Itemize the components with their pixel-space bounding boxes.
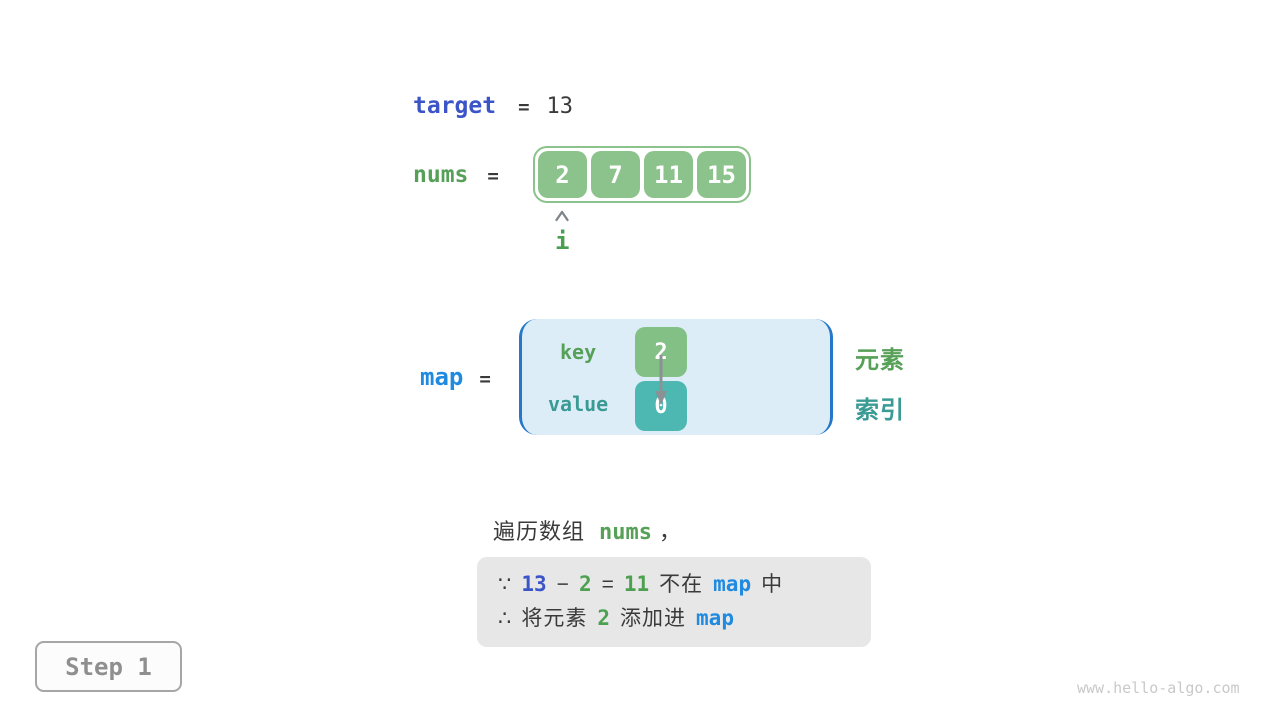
note-text: 将元素 (521, 607, 588, 630)
target-row: target = 13 (413, 93, 573, 119)
nums-equals: = (487, 165, 499, 187)
key-to-value-arrow-icon (655, 355, 667, 405)
array-cell: 11 (644, 151, 693, 198)
nums-row: nums = (413, 162, 516, 188)
caption: 遍历数组 nums ， (493, 514, 681, 546)
note-target-value: 13 (521, 572, 547, 596)
note-text: 添加进 (620, 607, 687, 630)
value-label: value (548, 392, 609, 416)
step-badge: Step 1 (35, 641, 182, 692)
target-equals: = (518, 96, 530, 118)
watermark: www.hello-algo.com (1077, 679, 1240, 697)
step-label: Step 1 (65, 652, 152, 681)
note-line-2: ∴ 将元素 2 添加进 map (498, 602, 871, 636)
note-map-ref: map (713, 572, 752, 596)
map-label: map (420, 363, 464, 391)
note-text: 不在 (659, 573, 704, 596)
note-map-ref: map (696, 606, 734, 630)
equals-sign: = (601, 573, 614, 596)
note-diff-value: 11 (623, 572, 650, 596)
index-pointer-arrow-icon (555, 210, 569, 222)
caption-code: nums (599, 520, 652, 545)
array-cell: 15 (697, 151, 746, 198)
caption-text: 遍历数组 (493, 519, 586, 544)
note-element-value: 2 (578, 572, 592, 596)
index-annotation: 索引 (855, 397, 905, 424)
map-equals: = (479, 368, 491, 390)
note-line-1: ∵ 13 − 2 = 11 不在 map 中 (498, 568, 871, 602)
target-value: 13 (546, 94, 574, 119)
array-cell: 2 (538, 151, 587, 198)
index-pointer-label: i (555, 227, 570, 255)
note-element-value: 2 (597, 606, 611, 630)
therefore-symbol: ∴ (498, 607, 512, 630)
minus-sign: − (556, 573, 569, 596)
nums-array: 2 7 11 15 (533, 146, 751, 203)
note-box: ∵ 13 − 2 = 11 不在 map 中 ∴ 将元素 2 添加进 map (477, 557, 871, 647)
map-row: map = (420, 363, 508, 391)
nums-label: nums (413, 162, 469, 188)
because-symbol: ∵ (498, 573, 512, 596)
caption-comma: ， (659, 519, 682, 544)
note-text: 中 (761, 573, 784, 596)
key-label: key (560, 340, 597, 364)
array-cell: 7 (591, 151, 640, 198)
element-annotation: 元素 (855, 347, 905, 374)
map-container: key 2 value 0 (519, 319, 833, 435)
target-label: target (413, 93, 497, 119)
